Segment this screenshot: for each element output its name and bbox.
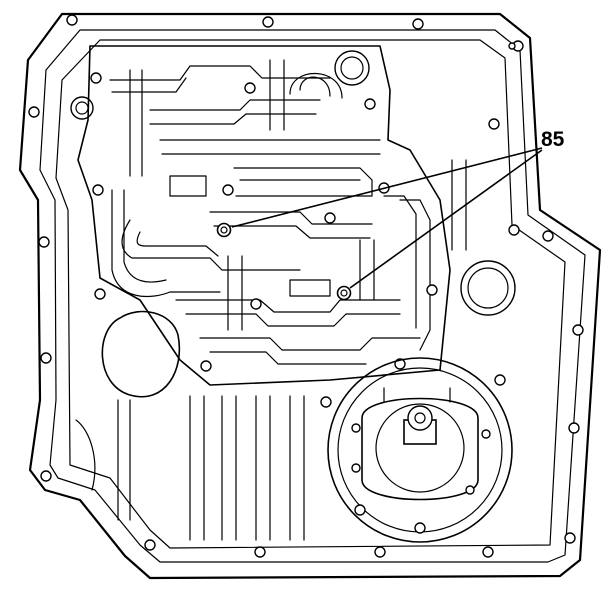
check-balls <box>216 222 352 301</box>
bolt-holes <box>28 14 584 558</box>
valve-body-channels <box>77 45 451 408</box>
check-ball-upper <box>216 222 232 238</box>
leader-line-upper <box>231 147 543 228</box>
lower-ribs <box>75 159 467 541</box>
callout-label: 85 <box>541 128 565 151</box>
leader-line-lower <box>349 149 543 289</box>
check-ball-lower <box>336 285 352 301</box>
callout-leaders <box>231 147 543 289</box>
case-outline <box>18 12 602 580</box>
accumulator-bores <box>70 50 516 398</box>
filter-assembly <box>327 357 513 543</box>
